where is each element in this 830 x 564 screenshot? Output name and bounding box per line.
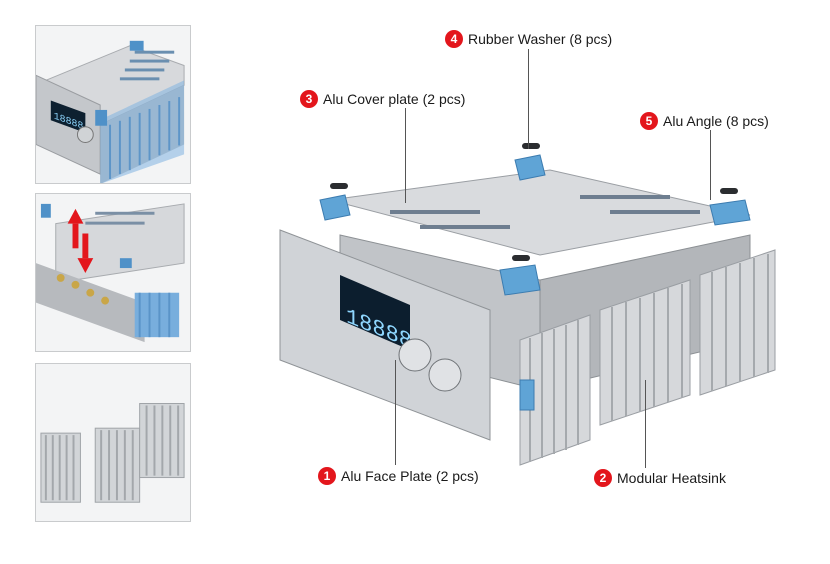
callout-label: Modular Heatsink [617,470,726,486]
callout-label: Alu Face Plate (2 pcs) [341,468,479,484]
callout-label: Alu Cover plate (2 pcs) [323,91,466,107]
callout-number-badge: 3 [300,90,318,108]
callout-number-badge: 4 [445,30,463,48]
enclosure-exploded-view: 18888 [250,20,810,540]
alu-angles [319,154,751,411]
callout-label: Rubber Washer (8 pcs) [468,31,613,47]
callout-rubber-washer: 4 Rubber Washer (8 pcs) [445,30,612,48]
alu-cover-plate [329,169,751,256]
thumbnail-heatsink-modules [35,363,191,522]
callout-alu-cover-plate: 3 Alu Cover plate (2 pcs) [300,90,465,108]
callout-modular-heatsink: 2 Modular Heatsink [594,469,726,487]
callout-number-badge: 1 [318,467,336,485]
leader-line-3 [405,108,406,203]
thumbnail-exploded-panel [35,193,191,352]
callout-number-badge: 5 [640,112,658,130]
leader-line-5 [710,130,711,200]
leader-line-2 [645,380,646,468]
rubber-washers [330,143,738,261]
thumbnail-assembled-corner: 18888 [35,25,191,184]
knob-2 [428,358,462,392]
leader-line-4 [528,49,529,149]
leader-line-1 [395,360,396,465]
callout-alu-face-plate: 1 Alu Face Plate (2 pcs) [318,467,479,485]
knob-1 [398,338,432,372]
callout-number-badge: 2 [594,469,612,487]
callout-label: Alu Angle (8 pcs) [663,113,769,129]
callout-alu-angle: 5 Alu Angle (8 pcs) [640,112,769,130]
